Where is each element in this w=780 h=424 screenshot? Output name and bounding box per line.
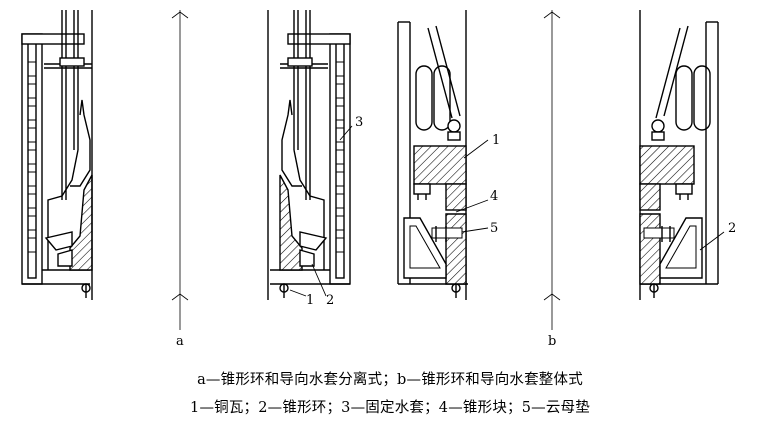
callout-b-4: 4 bbox=[490, 189, 499, 204]
callout-3: 3 bbox=[355, 115, 364, 130]
panel-a-left-jacket bbox=[21, 33, 90, 285]
callout-b-1: 1 bbox=[492, 133, 501, 148]
panel-a-left-pipes bbox=[44, 10, 92, 270]
callout-b-2: 2 bbox=[728, 221, 737, 236]
panel-b-drawing bbox=[397, 10, 725, 330]
panel-b-right-copper-tile bbox=[639, 145, 695, 185]
caption-line-1: a—锥形环和导向水套分离式；b—锥形环和导向水套整体式 bbox=[197, 372, 583, 388]
panel-b-right-linkage bbox=[651, 25, 711, 141]
callout-1: 1 bbox=[306, 293, 315, 308]
panel-a-left-copper-tile bbox=[69, 174, 93, 271]
panel-b-left-copper-tile bbox=[413, 145, 467, 185]
callout-2: 2 bbox=[326, 293, 335, 308]
panel-a-label: a bbox=[176, 334, 184, 349]
panel-a-right-jacket bbox=[270, 33, 351, 285]
panel-b-right-cone-block bbox=[639, 213, 661, 285]
panel-b-label: b bbox=[548, 334, 557, 349]
panel-a-right-pipes bbox=[280, 10, 328, 270]
panel-a-drawing bbox=[21, 10, 353, 330]
panel-b-left-cone-block bbox=[445, 213, 467, 285]
panel-b-left-linkage bbox=[415, 25, 461, 141]
caption-line-2: 1—铜瓦；2—锥形环；3—固定水套；4—锥形块；5—云母垫 bbox=[190, 400, 590, 416]
callout-b-5: 5 bbox=[490, 221, 499, 236]
panel-a-right-copper-tile bbox=[279, 174, 303, 271]
